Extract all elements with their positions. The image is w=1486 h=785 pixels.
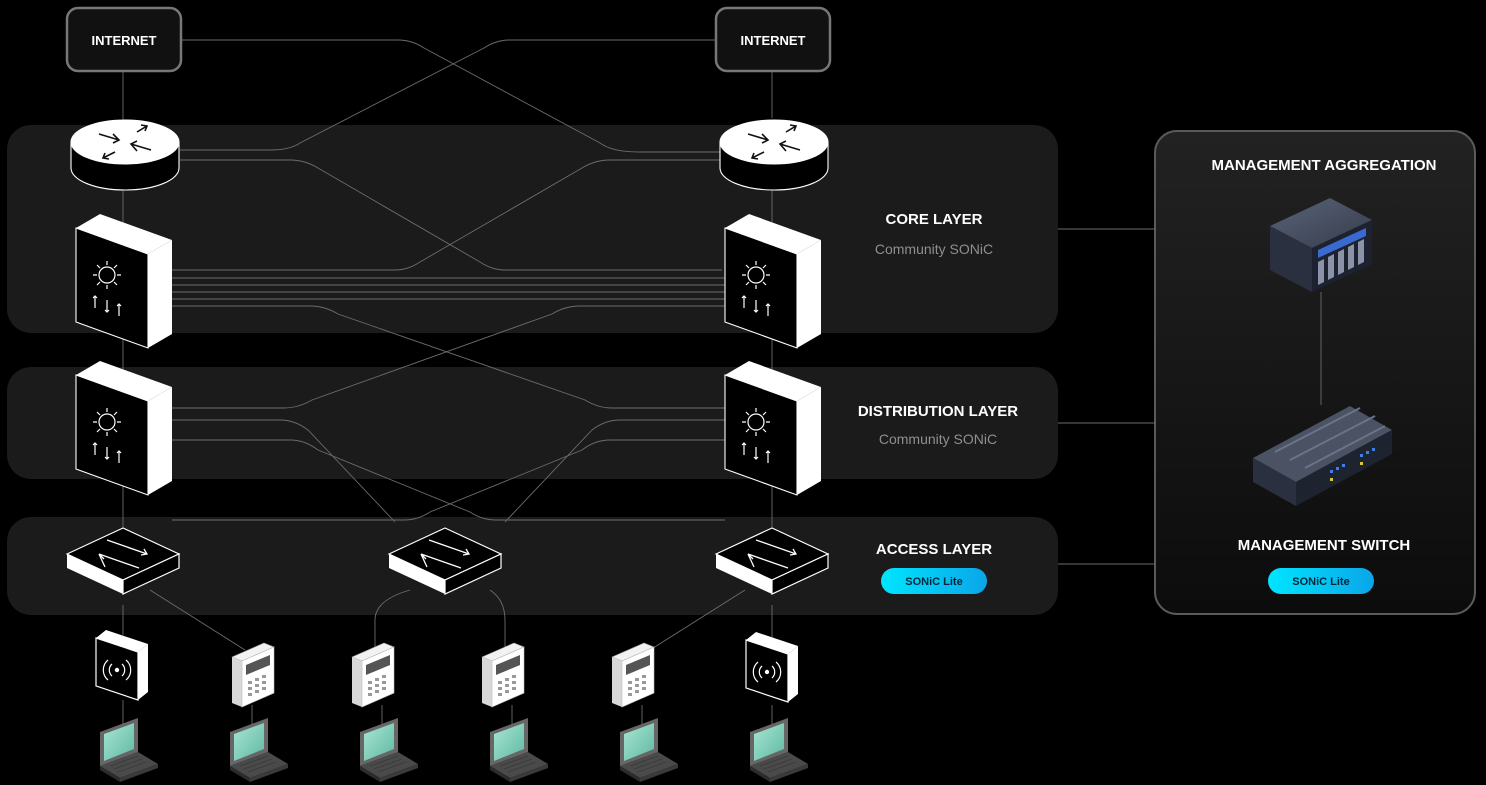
router-icon	[70, 119, 180, 191]
rack-switch-icon	[1253, 406, 1392, 506]
svg-text:INTERNET: INTERNET	[92, 33, 157, 48]
connections	[122, 39, 1322, 732]
laptop-icon	[619, 717, 679, 783]
internet-box-left: INTERNET	[65, 6, 183, 73]
management-switch-title: MANAGEMENT SWITCH	[1238, 537, 1411, 554]
ip-phone-icon	[481, 642, 525, 708]
internet-box-right: INTERNET	[714, 6, 832, 73]
wifi-ap-icon	[745, 631, 799, 703]
laptop-icon	[99, 717, 159, 783]
router-icon	[719, 119, 829, 191]
svg-text:INTERNET: INTERNET	[741, 33, 806, 48]
laptop-icon	[359, 717, 419, 783]
access-layer-title: ACCESS LAYER	[876, 541, 992, 558]
ip-phone-icon	[231, 642, 275, 708]
wifi-ap-icon	[95, 629, 149, 701]
laptop-icon	[489, 717, 549, 783]
management-aggregation-title: MANAGEMENT AGGREGATION	[1212, 157, 1437, 174]
ip-phone-icon	[611, 642, 655, 708]
management-panel	[1154, 130, 1476, 615]
svg-text:SONiC Lite: SONiC Lite	[905, 576, 962, 588]
distribution-layer-subtitle: Community SONiC	[879, 431, 997, 447]
management-switch-badge: SONiC Lite	[1268, 568, 1374, 594]
distribution-layer-title: DISTRIBUTION LAYER	[858, 403, 1018, 420]
ip-phone-icon	[351, 642, 395, 708]
core-layer-title: CORE LAYER	[886, 211, 983, 228]
svg-text:SONiC Lite: SONiC Lite	[1292, 576, 1349, 588]
server-icon	[1270, 198, 1372, 292]
core-layer-subtitle: Community SONiC	[875, 241, 993, 257]
access-layer-badge: SONiC Lite	[881, 568, 987, 594]
laptop-icon	[749, 717, 809, 783]
laptop-icon	[229, 717, 289, 783]
